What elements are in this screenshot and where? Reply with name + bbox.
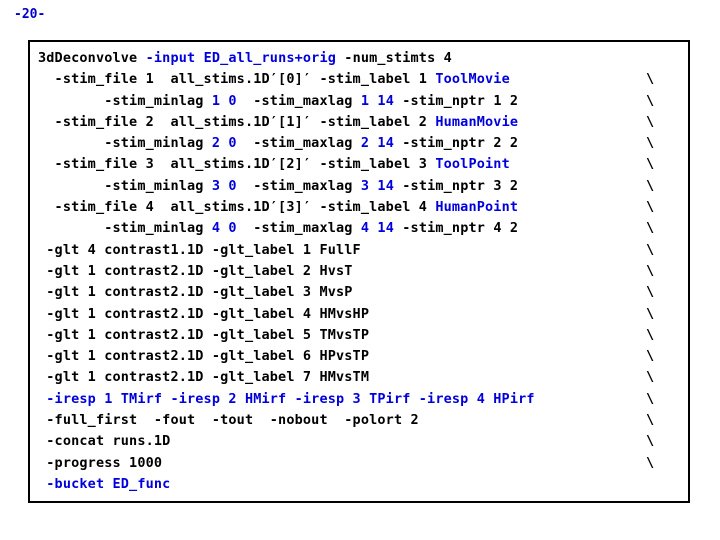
code-line: -stim_minlag 4 0 -stim_maxlag 4 14 -stim… bbox=[38, 218, 688, 239]
code-token: -stim_file 1 all_stims.1D′[0]′ -stim_lab… bbox=[38, 71, 436, 88]
code-token-highlighted: 4 14 bbox=[360, 220, 394, 237]
line-continuation-backslash: \ bbox=[646, 71, 655, 88]
code-token: -glt 4 contrast1.1D -glt_label 1 FullF bbox=[38, 241, 361, 258]
code-token: -stim_maxlag bbox=[236, 135, 361, 152]
code-token: 3dDeconvolve bbox=[38, 50, 146, 66]
line-continuation-backslash: \ bbox=[646, 92, 655, 109]
code-line: -glt 1 contrast2.1D -glt_label 3 MvsP \ bbox=[38, 282, 688, 303]
code-token-highlighted: 1 14 bbox=[360, 92, 394, 109]
code-token-highlighted: HumanPoint bbox=[435, 199, 519, 216]
code-line: -progress 1000 \ bbox=[38, 453, 688, 474]
code-token-highlighted: 1 0 bbox=[211, 92, 237, 109]
code-token: -stim_file 2 all_stims.1D′[1]′ -stim_lab… bbox=[38, 113, 436, 130]
line-continuation-backslash: \ bbox=[646, 326, 655, 343]
code-token: -glt 1 contrast2.1D -glt_label 2 HvsT bbox=[38, 262, 353, 279]
code-line: -iresp 1 TMirf -iresp 2 HMirf -iresp 3 T… bbox=[38, 389, 688, 410]
code-line: -glt 1 contrast2.1D -glt_label 2 HvsT \ bbox=[38, 261, 688, 282]
code-token-highlighted: 4 0 bbox=[211, 220, 237, 237]
code-token: -glt 1 contrast2.1D -glt_label 6 HPvsTP bbox=[38, 348, 370, 365]
code-line: -concat runs.1D \ bbox=[38, 431, 688, 452]
code-token: -stim_nptr 4 2 bbox=[393, 220, 519, 237]
code-token: -stim_minlag bbox=[38, 135, 212, 152]
code-line: -full_first -fout -tout -nobout -polort … bbox=[38, 410, 688, 431]
code-token: -stim_file 3 all_stims.1D′[2]′ -stim_lab… bbox=[38, 156, 436, 173]
line-continuation-backslash: \ bbox=[646, 454, 655, 471]
code-line: 3dDeconvolve -input ED_all_runs+orig -nu… bbox=[38, 48, 688, 69]
code-token: -stim_nptr 1 2 bbox=[393, 92, 519, 109]
code-line: -glt 1 contrast2.1D -glt_label 5 TMvsTP \ bbox=[38, 325, 688, 346]
line-continuation-backslash: \ bbox=[646, 433, 655, 450]
line-continuation-backslash: \ bbox=[646, 390, 655, 407]
line-continuation-backslash: \ bbox=[646, 241, 655, 258]
code-token-highlighted: ToolPoint bbox=[435, 156, 510, 173]
code-token: -stim_maxlag bbox=[236, 92, 361, 109]
code-token-highlighted: 3 0 bbox=[211, 177, 237, 194]
code-lines-container: 3dDeconvolve -input ED_all_runs+orig -nu… bbox=[38, 48, 688, 501]
line-continuation-backslash: \ bbox=[646, 177, 655, 194]
code-line: -glt 1 contrast2.1D -glt_label 7 HMvsTM \ bbox=[38, 367, 688, 388]
code-token: -stim_file 4 all_stims.1D′[3]′ -stim_lab… bbox=[38, 199, 436, 216]
code-token: -stim_nptr 3 2 bbox=[393, 177, 519, 194]
line-continuation-backslash: \ bbox=[646, 156, 655, 173]
code-block-frame: 3dDeconvolve -input ED_all_runs+orig -nu… bbox=[28, 40, 690, 503]
code-line: -glt 4 contrast1.1D -glt_label 1 FullF \ bbox=[38, 240, 688, 261]
code-line: -glt 1 contrast2.1D -glt_label 4 HMvsHP \ bbox=[38, 304, 688, 325]
line-continuation-backslash: \ bbox=[646, 305, 655, 322]
code-token: -num_stimts 4 bbox=[336, 50, 452, 66]
code-token-highlighted: -input ED_all_runs+orig bbox=[145, 50, 337, 66]
line-continuation-backslash: \ bbox=[646, 220, 655, 237]
code-line: -glt 1 contrast2.1D -glt_label 6 HPvsTP \ bbox=[38, 346, 688, 367]
code-token: -stim_maxlag bbox=[236, 220, 361, 237]
code-token-highlighted: 2 0 bbox=[211, 135, 237, 152]
code-token: -stim_minlag bbox=[38, 220, 212, 237]
code-token-highlighted: 2 14 bbox=[360, 135, 394, 152]
code-token: -full_first -fout -tout -nobout -polort … bbox=[38, 412, 419, 429]
line-continuation-backslash: \ bbox=[646, 412, 655, 429]
code-token-highlighted: 3 14 bbox=[360, 177, 394, 194]
line-continuation-backslash: \ bbox=[646, 135, 655, 152]
code-token: -glt 1 contrast2.1D -glt_label 3 MvsP bbox=[38, 284, 353, 301]
code-token: -progress 1000 bbox=[38, 454, 163, 471]
code-line: -stim_minlag 1 0 -stim_maxlag 1 14 -stim… bbox=[38, 91, 688, 112]
line-continuation-backslash: \ bbox=[646, 369, 655, 386]
code-token: -stim_maxlag bbox=[236, 177, 361, 194]
code-token-highlighted: -bucket ED_func bbox=[38, 475, 171, 492]
code-token: -glt 1 contrast2.1D -glt_label 7 HMvsTM bbox=[38, 369, 370, 386]
line-continuation-backslash: \ bbox=[646, 262, 655, 279]
code-token-highlighted: -iresp 1 TMirf -iresp 2 HMirf -iresp 3 T… bbox=[38, 390, 535, 407]
code-token: -stim_nptr 2 2 bbox=[393, 135, 519, 152]
code-line: -stim_file 2 all_stims.1D′[1]′ -stim_lab… bbox=[38, 112, 688, 133]
code-token: -concat runs.1D bbox=[38, 433, 171, 450]
code-line: -bucket ED_func bbox=[38, 474, 688, 495]
code-token: -glt 1 contrast2.1D -glt_label 4 HMvsHP bbox=[38, 305, 370, 322]
code-line: -stim_file 3 all_stims.1D′[2]′ -stim_lab… bbox=[38, 154, 688, 175]
code-token-highlighted: ToolMovie bbox=[435, 71, 510, 88]
page-number: -20- bbox=[14, 7, 46, 22]
code-line: -stim_file 1 all_stims.1D′[0]′ -stim_lab… bbox=[38, 69, 688, 90]
code-line: -stim_minlag 2 0 -stim_maxlag 2 14 -stim… bbox=[38, 133, 688, 154]
line-continuation-backslash: \ bbox=[646, 348, 655, 365]
line-continuation-backslash: \ bbox=[646, 113, 655, 130]
code-line: -stim_file 4 all_stims.1D′[3]′ -stim_lab… bbox=[38, 197, 688, 218]
code-line: -stim_minlag 3 0 -stim_maxlag 3 14 -stim… bbox=[38, 176, 688, 197]
code-token: -stim_minlag bbox=[38, 92, 212, 109]
line-continuation-backslash: \ bbox=[646, 284, 655, 301]
line-continuation-backslash: \ bbox=[646, 199, 655, 216]
code-token: -glt 1 contrast2.1D -glt_label 5 TMvsTP bbox=[38, 326, 370, 343]
code-token-highlighted: HumanMovie bbox=[435, 113, 519, 130]
code-token: -stim_minlag bbox=[38, 177, 212, 194]
